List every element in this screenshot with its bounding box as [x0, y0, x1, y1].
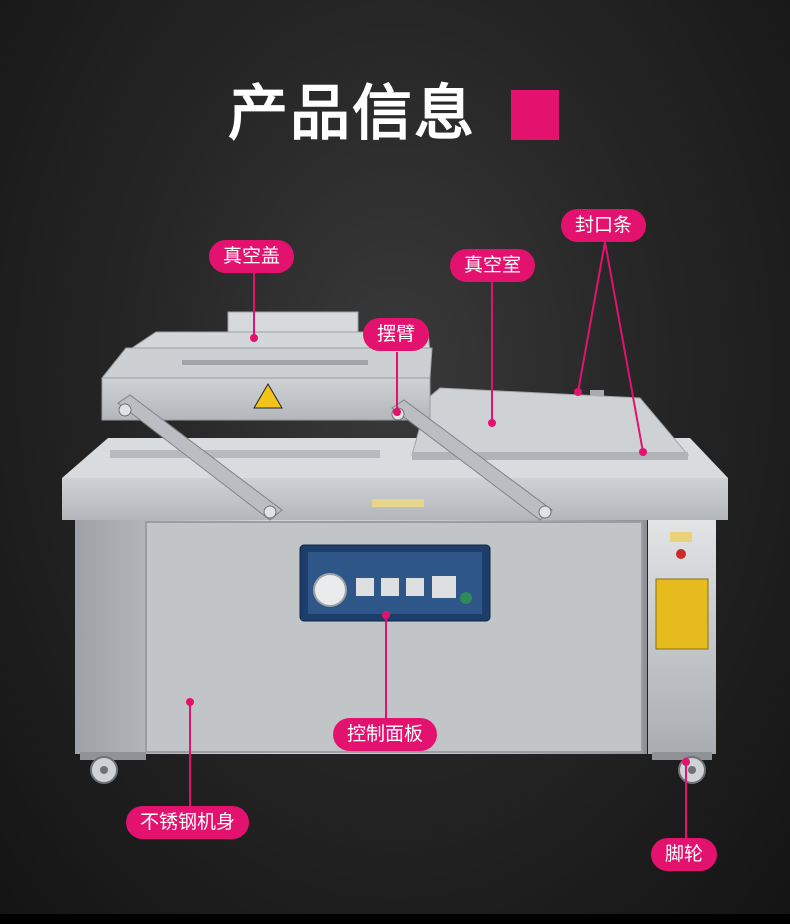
right-leg: [652, 752, 712, 760]
arm-pivot-icon: [118, 403, 132, 417]
lid-handle: [182, 360, 368, 365]
callout-line-seal-left: [577, 241, 606, 393]
label-vacuum-lid: 真空盖: [209, 240, 295, 273]
label-control-panel: 控制面板: [333, 718, 438, 751]
accent-square: [511, 90, 559, 140]
callout-line-seal-right: [604, 241, 644, 453]
timer-knob-icon: [356, 578, 374, 596]
right-swing-arm: [391, 399, 553, 521]
callout-dot-seal-right: [639, 448, 647, 456]
left-leg: [80, 752, 146, 760]
table-sticker: [372, 499, 424, 507]
chamber-seal-rail: [412, 452, 688, 460]
vacuum-chamber-shape: [411, 387, 690, 456]
callout-dot-arm: [393, 408, 401, 416]
mode-switch-icon: [432, 576, 456, 598]
lid-top-cap: [227, 311, 359, 335]
left-swing-arm: [117, 394, 283, 521]
label-seal-strip: 封口条: [561, 209, 647, 242]
callout-dot-chamber: [488, 419, 496, 427]
label-steel-body: 不锈钢机身: [126, 806, 250, 839]
callout-dot-body: [186, 698, 194, 706]
callout-dot-caster: [682, 758, 690, 766]
bottom-bar: [0, 914, 790, 924]
switch-sticker: [670, 532, 692, 542]
warning-icon: [253, 383, 283, 409]
arm-pivot-icon: [263, 505, 277, 519]
power-button-icon: [460, 592, 472, 604]
emergency-stop-icon: [676, 549, 686, 559]
chamber-handle: [590, 390, 604, 396]
label-caster: 脚轮: [651, 838, 718, 871]
warning-sticker: [655, 578, 709, 650]
timer-knob-icon: [381, 578, 399, 596]
label-swing-arm: 摆臂: [363, 318, 430, 351]
arm-pivot-icon: [538, 505, 552, 519]
page-title: 产品信息: [228, 79, 476, 149]
caster-hub-icon: [688, 766, 696, 774]
callout-dot-seal-left: [574, 388, 582, 396]
timer-knob-icon: [406, 578, 424, 596]
callout-dot-panel: [382, 611, 390, 619]
caster-hub-icon: [100, 766, 108, 774]
callout-lines: [186, 241, 690, 838]
vacuum-gauge-icon: [313, 573, 347, 607]
label-vacuum-chamber: 真空室: [450, 249, 536, 282]
lid-lower-rail: [110, 450, 380, 458]
callout-dot-lid: [250, 334, 258, 342]
